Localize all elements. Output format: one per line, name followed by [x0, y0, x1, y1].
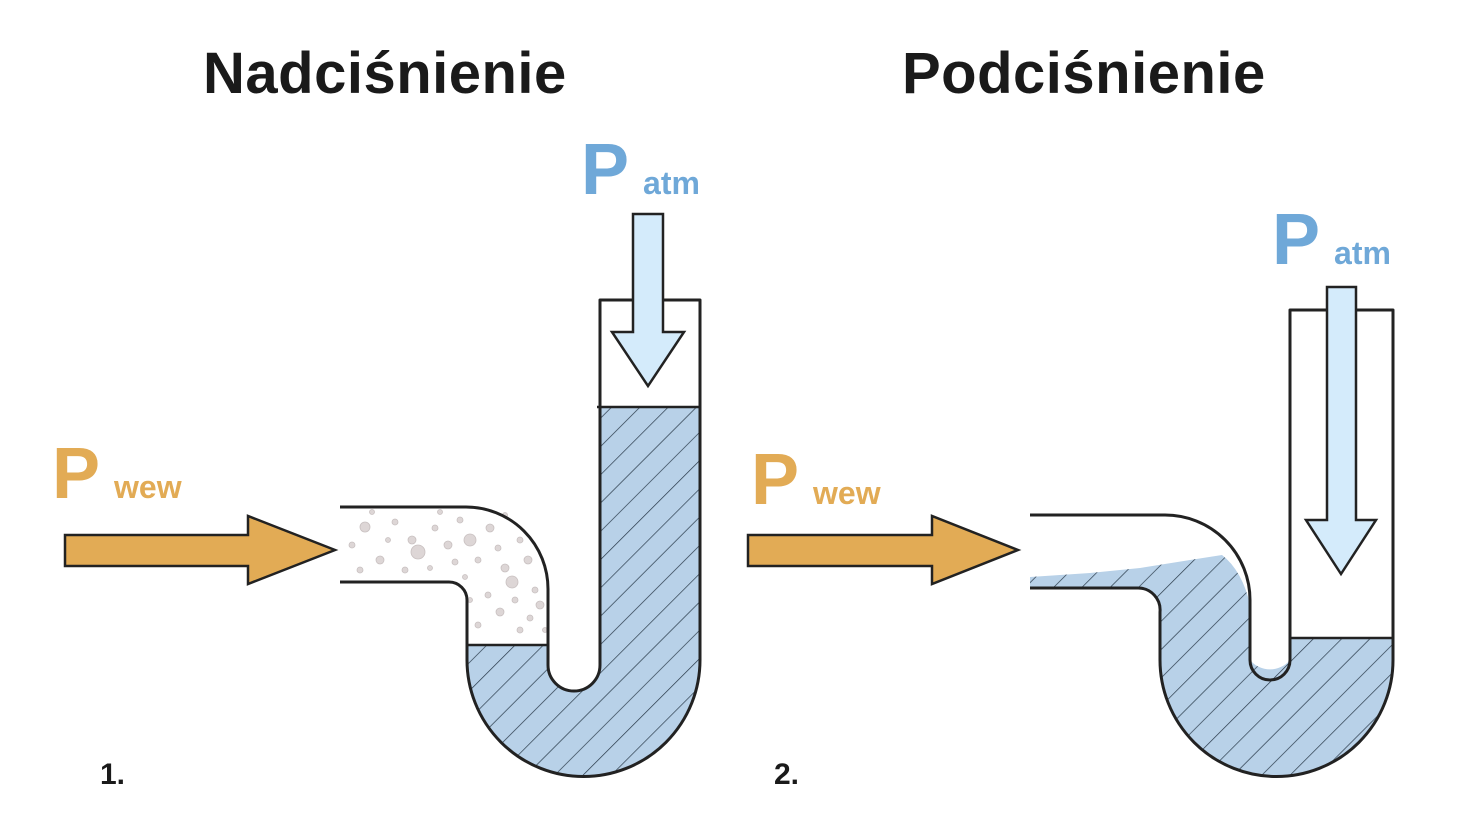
p-subscript: atm: [643, 165, 700, 201]
panel-1-title: Nadciśnienie: [203, 41, 567, 106]
panel-1-number: 1.: [100, 758, 126, 791]
p-subscript: wew: [813, 475, 881, 511]
right-arrow-icon: [63, 514, 339, 586]
panel-2-number: 2.: [774, 758, 800, 791]
down-arrow-icon: [1303, 285, 1379, 577]
down-arrow-icon: [609, 212, 687, 389]
panel-2-underpressure: [746, 285, 1395, 778]
pipe-outer: [340, 298, 702, 778]
p-subscript: wew: [114, 469, 182, 505]
p-symbol: P: [52, 434, 101, 514]
right-arrow-icon: [746, 514, 1022, 586]
water-fill: [1030, 555, 1393, 777]
p-symbol: P: [581, 130, 630, 210]
panel-2-title: Podciśnienie: [902, 41, 1266, 106]
gas-bubbles: [348, 509, 548, 634]
p-symbol: P: [751, 440, 800, 520]
pipe-outer: [1030, 308, 1395, 778]
p-symbol: P: [1272, 200, 1321, 280]
p-subscript: atm: [1334, 235, 1391, 271]
water-fill: [467, 408, 700, 777]
